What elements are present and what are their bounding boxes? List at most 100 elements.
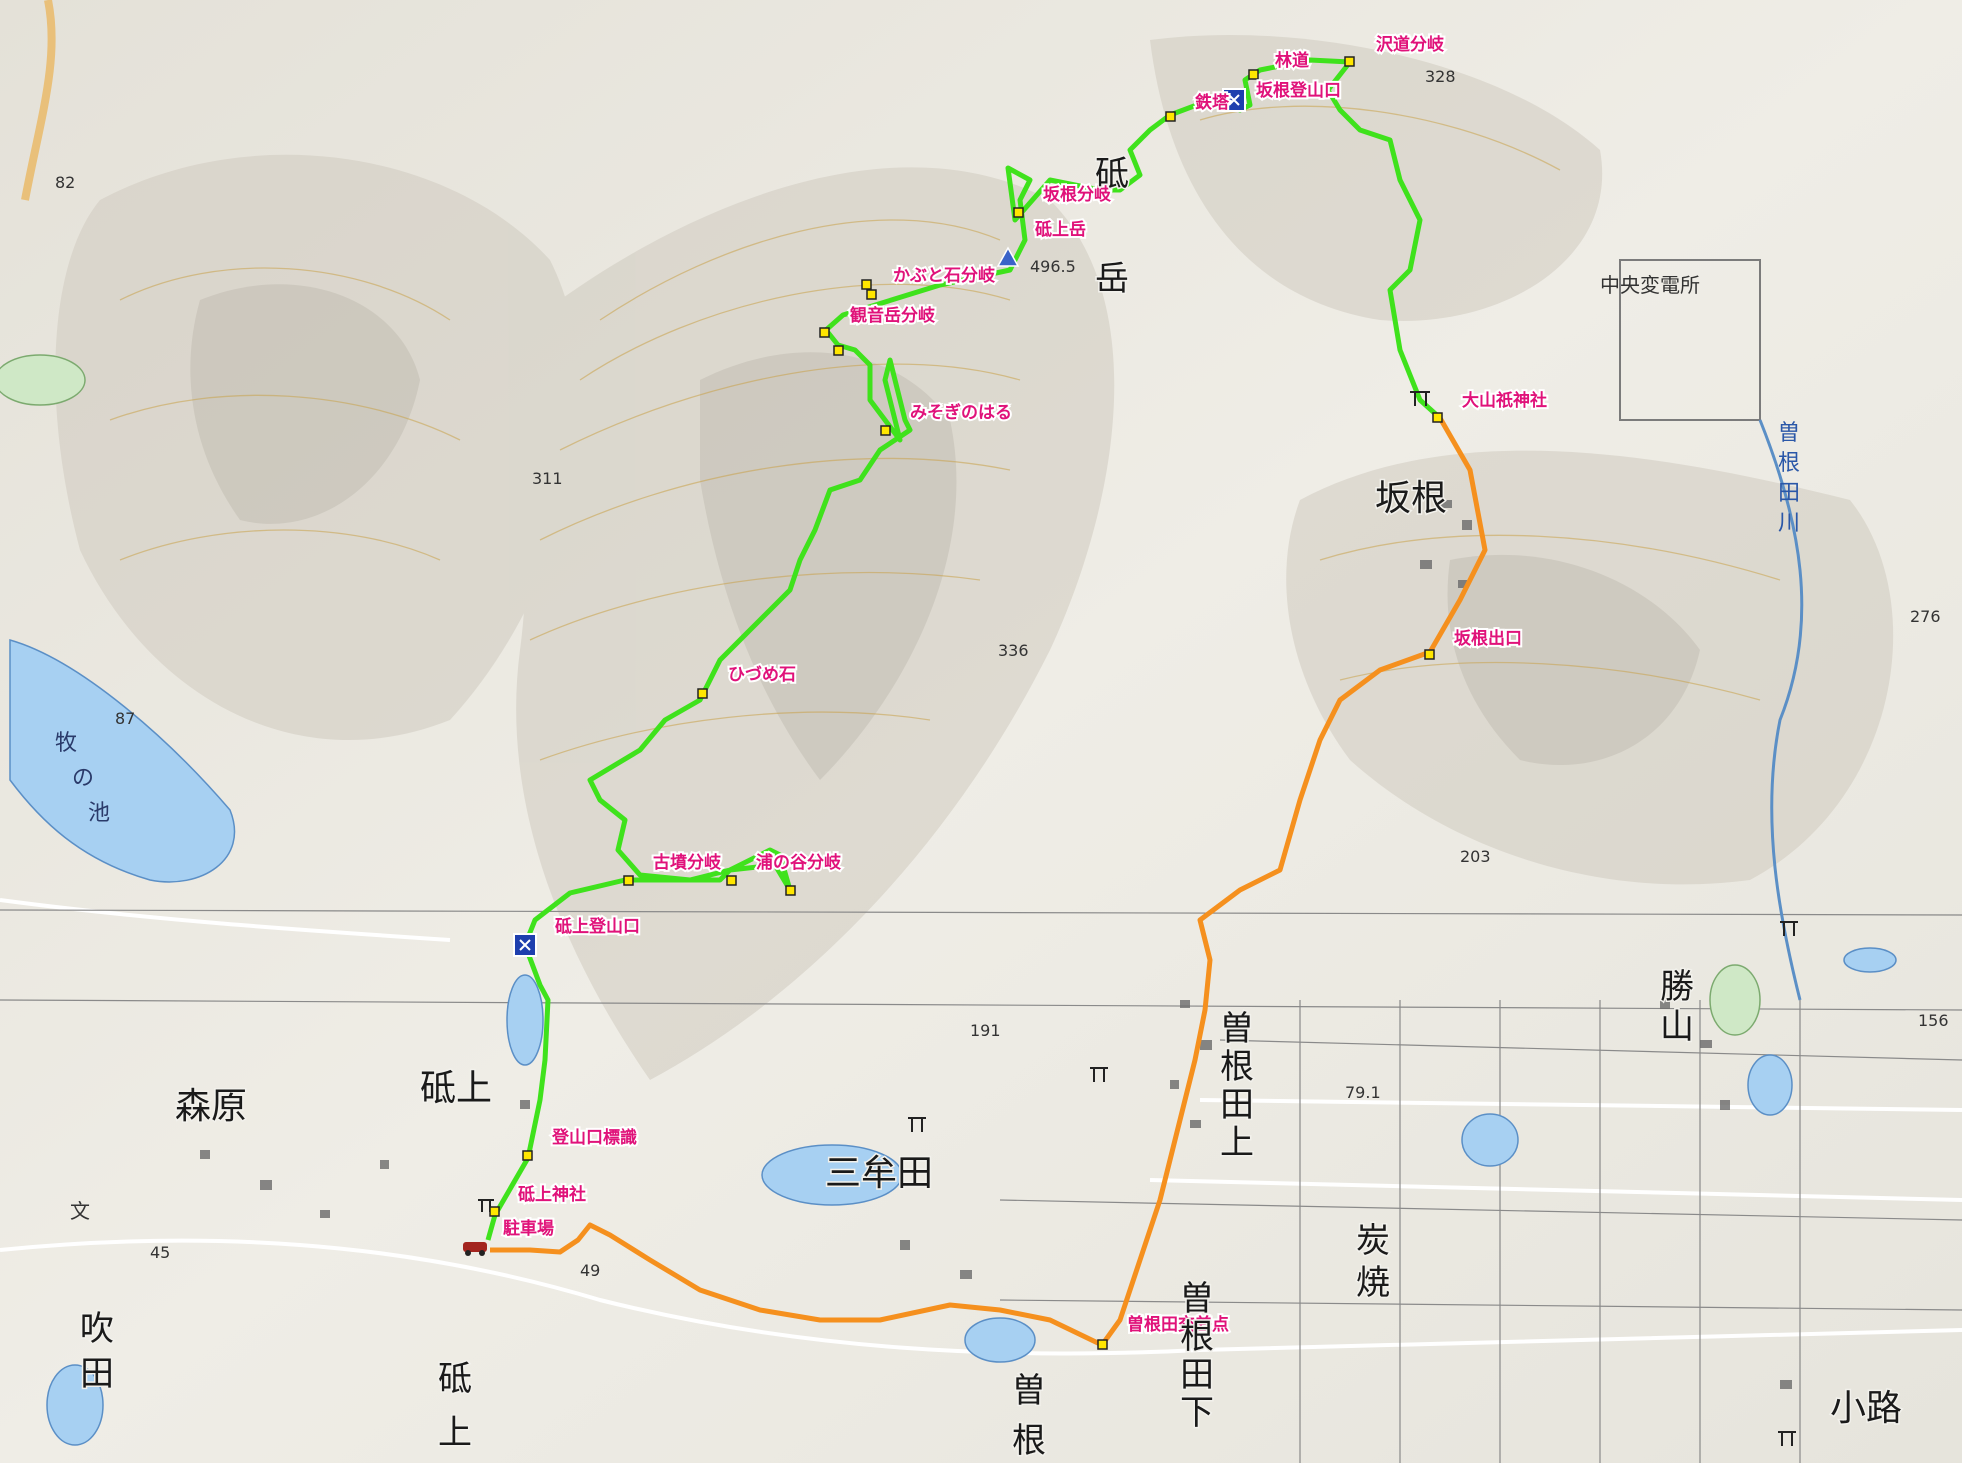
route-orange-path	[490, 416, 1488, 1348]
waypoint-marker-sakane-deguchi	[1424, 649, 1435, 660]
place-label: 曽	[1180, 1279, 1214, 1319]
place-label: 田	[1180, 1355, 1214, 1395]
torii-icon	[478, 391, 1798, 1446]
waypoint-marker-toishi-jinja	[489, 1206, 500, 1217]
waypoint-label: ひづめ石	[728, 665, 796, 685]
bus-stop-icon[interactable]	[513, 933, 537, 957]
river-line	[1758, 419, 1804, 1001]
place-label: 三牟田	[825, 1153, 933, 1194]
hill-shadow	[190, 284, 1700, 780]
place-label: 田	[1220, 1085, 1254, 1125]
waypoint-label: 砥上神社	[518, 1184, 586, 1205]
waypoint-label: 浦の谷分岐	[756, 852, 842, 873]
waypoint-marker-soneda-kousaten	[1097, 1339, 1108, 1350]
place-label: 焼	[1356, 1263, 1390, 1303]
elevation-labels: 328 82 311 496.5 336 87 203 276 191 79.1…	[55, 67, 1949, 1280]
pond-makinoike	[9, 639, 236, 883]
river-label: 曽 根 田 川	[1778, 421, 1800, 536]
svg-text:45: 45	[150, 1243, 170, 1262]
road-lines	[0, 909, 1962, 1463]
waypoint-label: 坂根登山口	[1256, 80, 1341, 101]
waypoint-label: 林道	[1275, 50, 1309, 71]
svg-text:田: 田	[1778, 481, 1800, 506]
place-label: 砥	[1095, 154, 1129, 194]
waypoint-label: 駐車場	[503, 1218, 554, 1239]
waypoint-marker-kabutoishi-2	[866, 289, 877, 300]
place-label: 坂根	[1375, 478, 1447, 519]
svg-text:曽: 曽	[1778, 421, 1800, 446]
place-label: 炭	[1356, 1221, 1390, 1261]
svg-text:156: 156	[1918, 1011, 1949, 1030]
waypoint-label: 坂根分岐	[1043, 184, 1112, 205]
substation-outline	[1619, 259, 1761, 421]
waypoint-label: 大山祇神社	[1462, 390, 1547, 411]
place-label: 根	[1180, 1317, 1214, 1357]
waypoint-label: 登山口標識	[551, 1127, 637, 1148]
waypoint-marker-misogi	[880, 425, 891, 436]
svg-text:川: 川	[1778, 511, 1800, 536]
pond-label: 牧 の 池	[55, 731, 110, 826]
bus-stop-icon[interactable]	[1222, 88, 1246, 112]
school-icon: 文	[70, 1199, 90, 1223]
place-label: 砥	[438, 1359, 472, 1399]
waypoint-label: 砥上登山口	[555, 916, 640, 937]
park-area	[0, 354, 86, 406]
place-label: 上	[1220, 1123, 1254, 1163]
waypoint-label: 古墳分岐	[653, 852, 722, 873]
waypoint-label: 鉄塔	[1195, 92, 1230, 113]
svg-text:根: 根	[1778, 451, 1800, 476]
svg-text:311: 311	[532, 469, 563, 488]
waypoint-label: かぶと石分岐	[893, 265, 996, 286]
place-label: 山	[1660, 1007, 1694, 1047]
place-label: 田	[80, 1354, 114, 1394]
svg-text:の: の	[72, 766, 94, 791]
place-label: 上	[438, 1413, 472, 1453]
waypoint-label: 沢道分岐	[1376, 34, 1445, 55]
park-area-katsuyama	[1709, 964, 1761, 1036]
water-bodies	[9, 639, 1897, 1446]
waypoint-marker-sawamichi	[1344, 56, 1355, 67]
waypoint-label: みそぎのはる	[910, 402, 1012, 423]
svg-text:79.1: 79.1	[1345, 1083, 1381, 1102]
place-label: 吹	[80, 1309, 114, 1349]
svg-text:49: 49	[580, 1261, 600, 1280]
highway-road	[21, 0, 56, 201]
waypoint-label: 砥上岳	[1035, 219, 1086, 240]
svg-text:池: 池	[88, 801, 110, 826]
place-label: 森原	[175, 1086, 247, 1127]
svg-text:276: 276	[1910, 607, 1941, 626]
waypoint-marker-tettou	[1165, 111, 1176, 122]
place-label: 根	[1220, 1047, 1254, 1087]
place-label: 曽	[1220, 1009, 1254, 1049]
svg-text:191: 191	[970, 1021, 1001, 1040]
place-label: 岳	[1095, 259, 1129, 299]
waypoint-marker-uranotani-2	[785, 885, 796, 896]
waypoint-marker-hizume	[697, 688, 708, 699]
place-names: 坂根 砥 岳 森原 砥上 三牟田 曽 根 田 上 曽 根 田 下 曽 根 炭 焼…	[79, 153, 1904, 1463]
contour-lines	[109, 105, 1781, 761]
waypoint-marker-kannon-2	[833, 345, 844, 356]
svg-text:496.5: 496.5	[1030, 257, 1076, 276]
waypoint-marker-sakane-bunki	[1013, 207, 1024, 218]
waypoint-marker-ooyamazumi	[1432, 412, 1443, 423]
place-label: 勝	[1660, 967, 1694, 1007]
svg-text:87: 87	[115, 709, 135, 728]
place-label: 下	[1180, 1393, 1214, 1433]
waypoint-marker-tozanguchi-hyoushiki	[522, 1150, 533, 1161]
triangulation-point-icon	[996, 246, 1020, 267]
route-green-path	[485, 57, 1442, 1241]
substation-label: 中央変電所	[1600, 273, 1700, 297]
place-label: 小路	[1830, 1388, 1902, 1429]
waypoint-marker-kabutoishi	[861, 279, 872, 290]
waypoint-markers	[489, 56, 1443, 1350]
svg-text:牧: 牧	[55, 731, 77, 756]
waypoint-labels: 林道 沢道分岐 坂根登山口 鉄塔 坂根分岐 砥上岳 かぶと石分岐 観音岳分岐 み…	[501, 32, 1549, 1337]
town-blocks	[200, 500, 1792, 1389]
svg-text:328: 328	[1425, 67, 1456, 86]
place-label: 砥上	[420, 1068, 492, 1109]
waypoint-marker-uranotani	[726, 875, 737, 886]
place-label: 根	[1012, 1421, 1046, 1461]
svg-text:336: 336	[998, 641, 1029, 660]
